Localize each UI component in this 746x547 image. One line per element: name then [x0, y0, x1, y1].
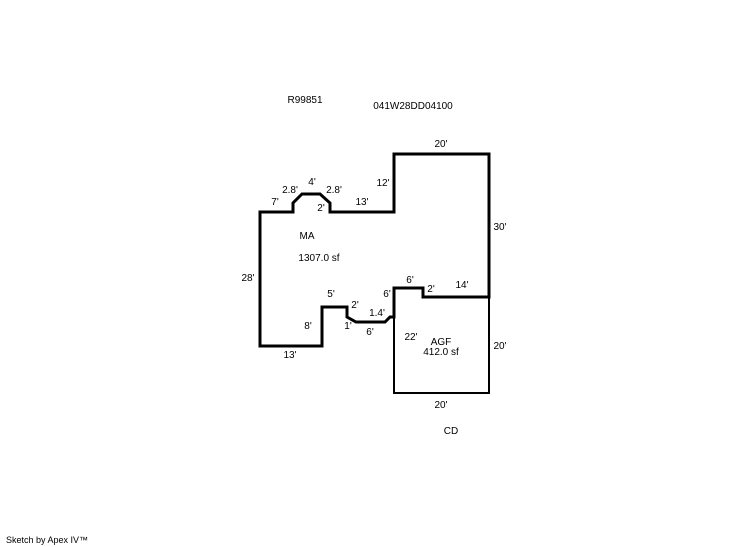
footer-credit: Sketch by Apex IV™	[6, 535, 89, 545]
area-agf-code: AGF	[430, 337, 452, 348]
dim-label: 2'	[351, 300, 359, 311]
dim-label: 13'	[355, 197, 369, 208]
dim-label: 2'	[427, 284, 435, 295]
dim-label: 8'	[304, 321, 312, 332]
ma-outline	[258, 152, 491, 348]
dim-label: 6'	[366, 327, 374, 338]
dim-label: 6'	[383, 289, 391, 300]
area-agf-size: 412.0 sf	[423, 347, 459, 358]
dim-label: 22'	[404, 332, 418, 343]
dim-label: 2'	[317, 203, 325, 214]
dim-label: 7'	[271, 197, 279, 208]
account-id: R99851	[287, 95, 323, 106]
dim-label: 14'	[455, 280, 469, 291]
dim-label: 5'	[327, 289, 335, 300]
dim-label: 12'	[376, 178, 390, 189]
dim-label: 20'	[434, 400, 448, 411]
dim-label: 2.8'	[326, 185, 342, 196]
dim-label: 20'	[493, 341, 507, 352]
area-cd-code: CD	[443, 426, 459, 437]
dim-label: 20'	[434, 139, 448, 150]
dim-label: 13'	[283, 350, 297, 361]
agf-outline	[393, 288, 490, 394]
dim-label: 1'	[344, 321, 352, 332]
area-ma-code: MA	[299, 231, 315, 242]
dim-label: 28'	[241, 273, 255, 284]
dim-label: 1.4'	[369, 308, 385, 319]
dim-label: 2.8'	[282, 185, 298, 196]
dim-label: 4'	[308, 177, 316, 188]
dim-label: 6'	[406, 275, 414, 286]
map-tax-lot: 041W28DD04100	[373, 101, 453, 112]
dim-label: 30'	[493, 222, 507, 233]
area-ma-size: 1307.0 sf	[298, 253, 340, 264]
